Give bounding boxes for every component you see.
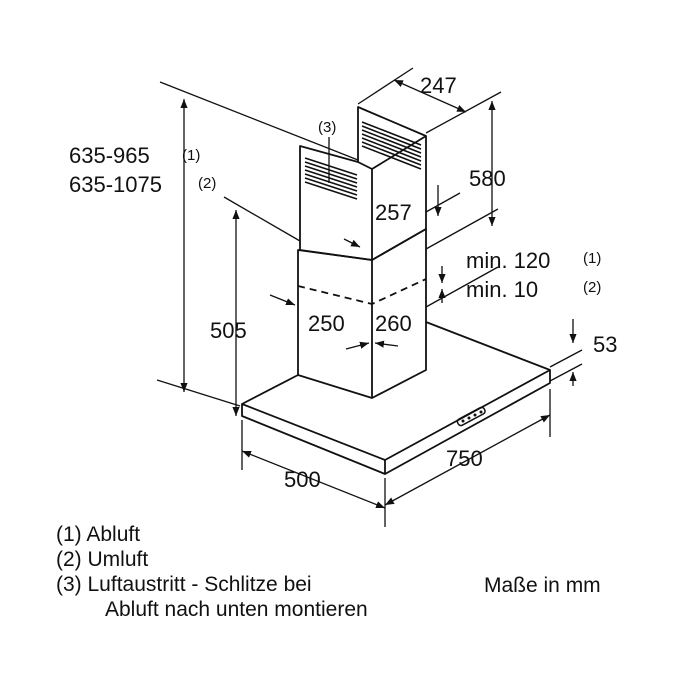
hood-outline (241, 106, 551, 475)
label-750: 750 (446, 446, 483, 471)
label-slot-ref: (3) (318, 119, 336, 136)
legend-item-umluft: (2) Umluft (56, 548, 149, 571)
dimension-lines (156, 67, 583, 527)
label-500: 500 (284, 467, 321, 492)
dim-line-500 (241, 450, 386, 509)
dim-line-260-left (345, 341, 370, 350)
units-note: Maße in mm (484, 574, 601, 597)
label-min-10: min. 10 (466, 277, 538, 302)
dimension-labels: 247 580 257 635-965 (1) 635-1075 (2) 505… (69, 73, 617, 492)
legend-item-abluft: (1) Abluft (56, 523, 141, 546)
dim-line-750 (384, 414, 551, 506)
control-panel (456, 406, 486, 427)
vent-slots-front (304, 157, 358, 200)
label-257: 257 (375, 200, 412, 225)
label-260: 260 (375, 311, 412, 336)
label-total-height-umluft: 635-1075 (69, 172, 162, 197)
label-total-height-umluft-ref: (2) (198, 175, 216, 192)
label-min-120: min. 120 (466, 248, 550, 273)
legend-item-slots: (3) Luftaustritt - Schlitze bei (56, 573, 312, 596)
canopy (241, 321, 551, 461)
upper-chimney (299, 106, 427, 261)
label-505: 505 (210, 318, 247, 343)
legend-item-slots-continued: Abluft nach unten montieren (105, 598, 368, 621)
dim-line-247 (393, 79, 467, 113)
label-total-height-abluft: 635-965 (69, 143, 150, 168)
label-250: 250 (308, 311, 345, 336)
label-min-10-ref: (2) (583, 279, 601, 296)
label-247: 247 (420, 73, 457, 98)
label-53: 53 (593, 332, 617, 357)
overlap-dashed-line (297, 278, 427, 305)
label-580: 580 (469, 166, 506, 191)
label-total-height-abluft-ref: (1) (182, 147, 200, 164)
vent-slots-back (361, 121, 422, 170)
dim-line-260-right (374, 340, 399, 348)
legend: (1) Abluft (2) Umluft (3) Luftaustritt -… (56, 522, 368, 622)
dim-line-250 (269, 294, 296, 306)
label-min-120-ref: (1) (583, 250, 601, 267)
